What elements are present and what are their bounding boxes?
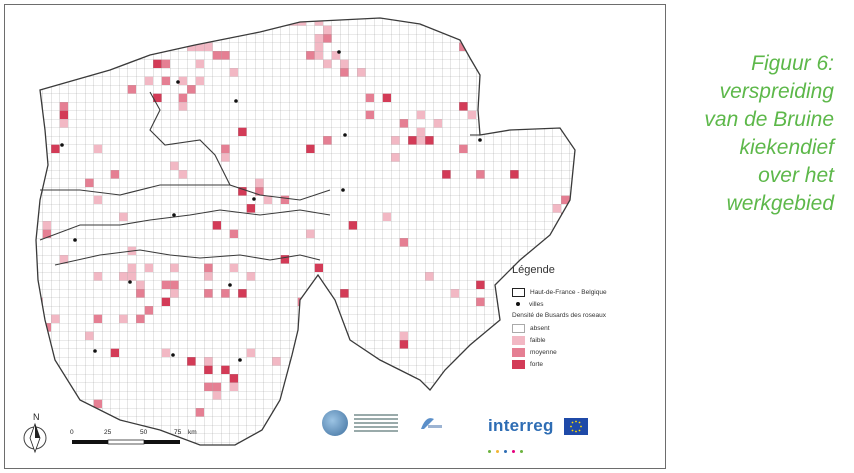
grid-cell [518, 399, 527, 408]
grid-cell [535, 391, 544, 400]
scale-tick-1: 25 [104, 429, 112, 436]
grid-cell [569, 399, 575, 408]
legend-class: absent [512, 322, 662, 334]
class-label: moyenne [530, 348, 557, 356]
legend-title: Légende [512, 264, 555, 276]
caption-line: over het [758, 164, 834, 187]
partner-seal-icon [322, 410, 348, 436]
legend-class: moyenne [512, 346, 662, 358]
legend-boundary: Haut-de-France - Belgique [512, 286, 662, 298]
partner-logos [322, 410, 444, 436]
figure-caption: Figuur 6: verspreiding van de Bruine kie… [654, 50, 834, 218]
legend-cities: villes [512, 298, 662, 310]
partner-small-logo [421, 418, 442, 429]
scale-bar: 0 25 50 75 km [70, 429, 197, 445]
class-swatch-absent [512, 323, 525, 333]
grid-cell [306, 9, 315, 18]
density-title: Densité de Busards des roseaux [512, 312, 606, 319]
caption-line: Figuur 6: [751, 52, 834, 75]
grid-cell [357, 391, 366, 400]
class-label: faible [530, 336, 546, 344]
interreg-wordmark: interreg [488, 416, 554, 435]
scale-tick-2: 50 [140, 429, 148, 436]
grid-cell [561, 119, 570, 128]
city-dot-icon [516, 302, 520, 306]
grid-cell [493, 391, 502, 400]
grid-cell [535, 18, 544, 26]
scale-unit: km [188, 429, 197, 436]
grid-cell [314, 365, 323, 374]
legend-class: faible [512, 334, 662, 346]
north-arrow: N [23, 412, 47, 454]
grid-cell [527, 102, 536, 111]
class-label: absent [530, 324, 550, 332]
grid-cell [561, 76, 570, 85]
class-swatch-moyenne [512, 347, 525, 357]
grid-cell [501, 68, 510, 77]
eu-flag-icon [564, 418, 589, 435]
class-label: forte [530, 360, 544, 368]
class-swatch-faible [512, 335, 525, 345]
map-legend: Légende Haut-de-France - Belgique villes… [512, 264, 662, 370]
caption-line: van de Bruine [704, 108, 834, 131]
grid-cell [85, 34, 94, 43]
boundary-swatch [512, 287, 525, 297]
legend-class: forte [512, 358, 662, 370]
interreg-logo: interreg [488, 416, 589, 458]
scale-tick-0: 0 [70, 429, 74, 436]
interreg-dots [488, 440, 588, 458]
city-markers [60, 50, 482, 362]
grid-cell [85, 416, 94, 425]
north-label: N [33, 412, 40, 422]
grid-cell [561, 42, 570, 51]
scale-tick-3: 75 [174, 429, 182, 436]
grid-cell [26, 332, 35, 341]
caption-line: verspreiding [719, 80, 834, 103]
grid-cell [501, 110, 510, 119]
boundary-label: Haut-de-France - Belgique [530, 288, 607, 296]
caption-line: kiekendief [739, 136, 834, 159]
class-swatch-forte [512, 359, 525, 369]
grid-cell [476, 365, 485, 374]
grid-cell [26, 187, 35, 196]
partner-text-logo [354, 412, 398, 434]
grid-cell [136, 42, 145, 51]
grid-cell [569, 382, 575, 391]
internal-borders [39, 91, 480, 266]
cities-label: villes [529, 300, 544, 308]
caption-line: werkgebied [726, 192, 834, 215]
